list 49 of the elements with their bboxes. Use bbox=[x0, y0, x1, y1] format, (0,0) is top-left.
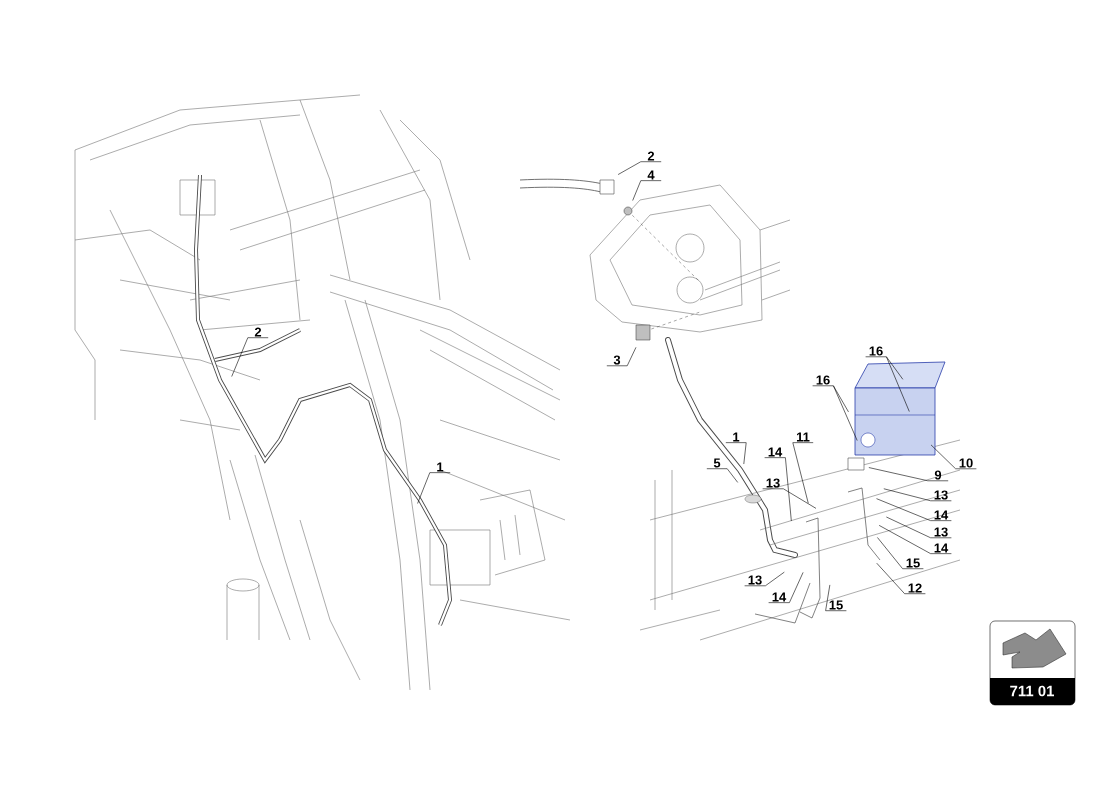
leader-line bbox=[868, 467, 929, 482]
callout-number: 2 bbox=[640, 151, 662, 162]
callout-number: 1 bbox=[725, 432, 747, 443]
leader-line bbox=[886, 356, 910, 412]
callout-number: 13 bbox=[744, 575, 766, 587]
callout-number: 15 bbox=[825, 600, 847, 611]
leader-line bbox=[878, 525, 931, 554]
callout-number: 13 bbox=[930, 527, 952, 539]
catalog-badge: 711 01 bbox=[989, 620, 1076, 706]
leader-line bbox=[626, 347, 637, 367]
callout-number: 16 bbox=[865, 346, 887, 358]
leader-line bbox=[632, 180, 642, 201]
callout-number: 9 bbox=[927, 470, 949, 482]
callout-number: 3 bbox=[606, 355, 628, 367]
callout-number: 1 bbox=[429, 462, 451, 473]
leader-line bbox=[785, 457, 792, 522]
callout-number: 11 bbox=[792, 432, 814, 443]
leader-line bbox=[231, 337, 249, 377]
callout-number: 14 bbox=[930, 543, 952, 554]
leader-line bbox=[877, 537, 903, 569]
callout-number: 15 bbox=[902, 558, 924, 569]
leader-line bbox=[833, 385, 858, 441]
leader-line bbox=[886, 356, 904, 380]
callout-number: 4 bbox=[640, 170, 662, 181]
leader-line bbox=[417, 472, 431, 504]
callout-number: 5 bbox=[706, 458, 728, 470]
leader-line bbox=[886, 516, 931, 539]
callout-number: 16 bbox=[812, 375, 834, 387]
leader-line bbox=[743, 442, 747, 465]
callout-number: 14 bbox=[764, 447, 786, 458]
leader-line bbox=[617, 161, 642, 175]
callout-number: 13 bbox=[762, 478, 784, 490]
leader-line bbox=[783, 488, 817, 509]
leader-line bbox=[876, 498, 931, 521]
leader-line bbox=[883, 488, 931, 502]
leader-line bbox=[765, 571, 785, 587]
callout-number: 13 bbox=[930, 490, 952, 502]
leader-line bbox=[825, 584, 831, 611]
callout-number: 2 bbox=[247, 327, 269, 339]
callout-number: 12 bbox=[904, 583, 926, 594]
leader-line bbox=[792, 442, 809, 504]
leader-line bbox=[930, 444, 956, 470]
leader-line bbox=[789, 572, 804, 603]
leader-line bbox=[833, 385, 849, 413]
callout-number: 14 bbox=[930, 510, 952, 521]
callout-number: 14 bbox=[768, 592, 790, 603]
callout-number: 10 bbox=[955, 458, 977, 470]
leader-line bbox=[726, 468, 739, 483]
leader-line bbox=[876, 562, 905, 594]
